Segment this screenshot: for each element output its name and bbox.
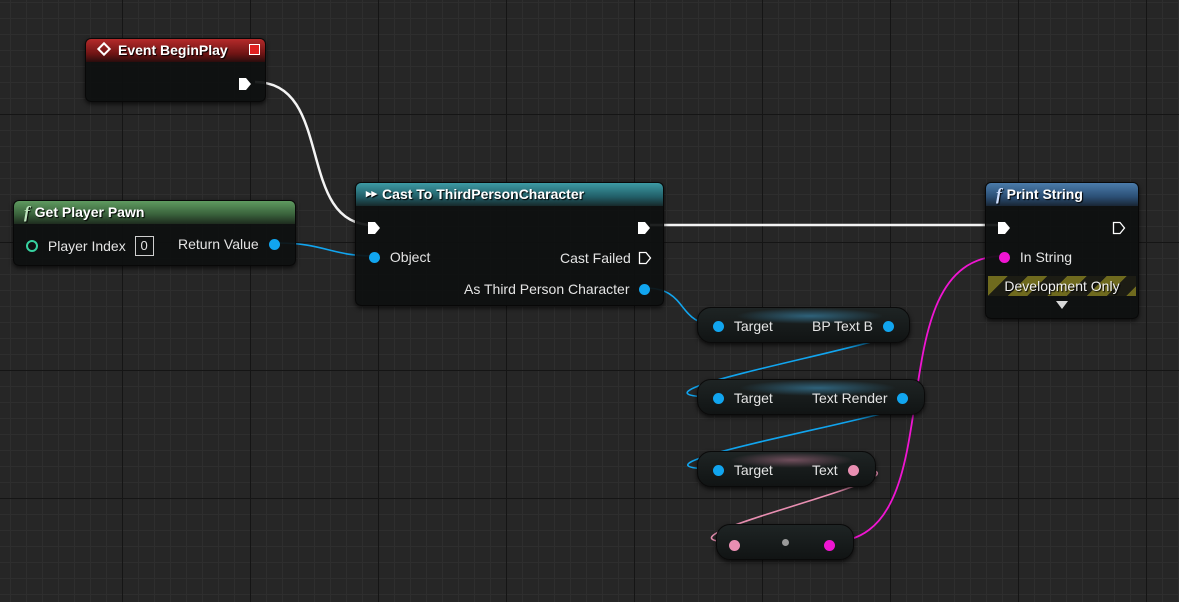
compact-highlight (735, 308, 884, 324)
bptext-output-label: BP Text B (812, 318, 873, 335)
string-pin-icon (824, 539, 835, 551)
cast-header[interactable]: ▸▸ Cast To ThirdPersonCharacter (356, 183, 663, 206)
bptext-output-pin[interactable]: BP Text B (812, 317, 894, 334)
exec-in-icon (368, 222, 380, 235)
cast-exec-in-pin[interactable] (367, 219, 381, 235)
cast-title: Cast To ThirdPersonCharacter (382, 186, 585, 202)
print-exec-out-pin[interactable] (1112, 219, 1126, 235)
exec-out-hollow-icon (638, 252, 652, 265)
event-beginplay-node[interactable]: Event BeginPlay (85, 38, 266, 102)
text-to-string-conversion-node[interactable] (716, 524, 854, 560)
cast-object-label: Object (389, 249, 431, 266)
get-text-node[interactable]: Target Text (697, 451, 876, 487)
cast-exec-out-pin[interactable] (637, 219, 651, 235)
object-pin-icon (268, 238, 280, 250)
beginplay-exec-out-pin[interactable] (238, 75, 252, 91)
cast-failed-label: Cast Failed (560, 250, 631, 267)
in-string-label: In String (1019, 249, 1073, 266)
int-pin-icon (26, 240, 38, 252)
cast-to-thirdperson-node[interactable]: ▸▸ Cast To ThirdPersonCharacter Object Ca… (355, 182, 664, 306)
compact-highlight (738, 380, 897, 396)
player-index-input[interactable]: 0 (134, 236, 154, 256)
object-pin-icon (639, 283, 651, 295)
as-third-person-label: As Third Person Character (464, 281, 630, 298)
text-target-label: Target (733, 462, 773, 479)
as-third-person-pin[interactable]: As Third Person Character (464, 280, 651, 298)
print-string-title: Print String (1006, 186, 1083, 202)
text-pin-icon (729, 539, 740, 551)
object-pin-icon (897, 392, 909, 404)
get-bp-text-node[interactable]: Target BP Text B (697, 307, 910, 343)
text-output-label: Text (812, 462, 838, 479)
breakpoint-stop-icon[interactable] (249, 44, 260, 55)
object-pin-icon (369, 251, 380, 263)
player-index-pin[interactable]: Player Index 0 (26, 236, 154, 256)
object-pin-icon (713, 392, 724, 404)
text-target-pin[interactable]: Target (713, 461, 773, 478)
get-player-pawn-title: Get Player Pawn (34, 204, 145, 220)
cast-failed-pin[interactable]: Cast Failed (560, 249, 652, 266)
return-value-label: Return Value (178, 236, 259, 253)
development-only-banner: Development Only (988, 276, 1136, 296)
function-icon: f (24, 203, 30, 222)
cast-arrows-icon: ▸▸ (366, 188, 378, 200)
conversion-dot-icon (782, 539, 789, 546)
in-string-pin[interactable]: In String (999, 248, 1072, 265)
textrender-output-pin[interactable]: Text Render (812, 389, 909, 407)
conversion-in-pin[interactable] (729, 536, 740, 552)
return-value-pin[interactable]: Return Value (178, 235, 280, 252)
compact-highlight (729, 452, 854, 468)
object-pin-icon (882, 320, 894, 332)
print-exec-in-pin[interactable] (997, 219, 1011, 235)
exec-out-icon (239, 78, 251, 91)
textrender-target-label: Target (733, 390, 773, 407)
textrender-output-label: Text Render (812, 390, 888, 407)
conversion-out-pin[interactable] (824, 536, 835, 552)
exec-out-icon (638, 222, 650, 235)
bptext-target-pin[interactable]: Target (713, 317, 773, 334)
object-pin-icon (713, 320, 724, 332)
text-pin-icon (847, 464, 859, 476)
event-beginplay-title: Event BeginPlay (118, 42, 228, 58)
textrender-target-pin[interactable]: Target (713, 389, 773, 406)
bptext-target-label: Target (733, 318, 773, 335)
object-pin-icon (713, 464, 724, 476)
event-diamond-icon (96, 41, 112, 57)
event-beginplay-header[interactable]: Event BeginPlay (86, 39, 265, 62)
get-text-render-node[interactable]: Target Text Render (697, 379, 925, 415)
exec-out-hollow-icon (1112, 222, 1126, 235)
string-pin-icon (999, 251, 1010, 263)
player-index-label: Player Index (47, 238, 126, 254)
text-output-pin[interactable]: Text (812, 461, 859, 478)
cast-object-pin[interactable]: Object (369, 248, 430, 265)
function-icon: f (996, 185, 1002, 204)
expand-arrow-icon[interactable] (1056, 301, 1068, 309)
exec-in-icon (998, 222, 1010, 235)
